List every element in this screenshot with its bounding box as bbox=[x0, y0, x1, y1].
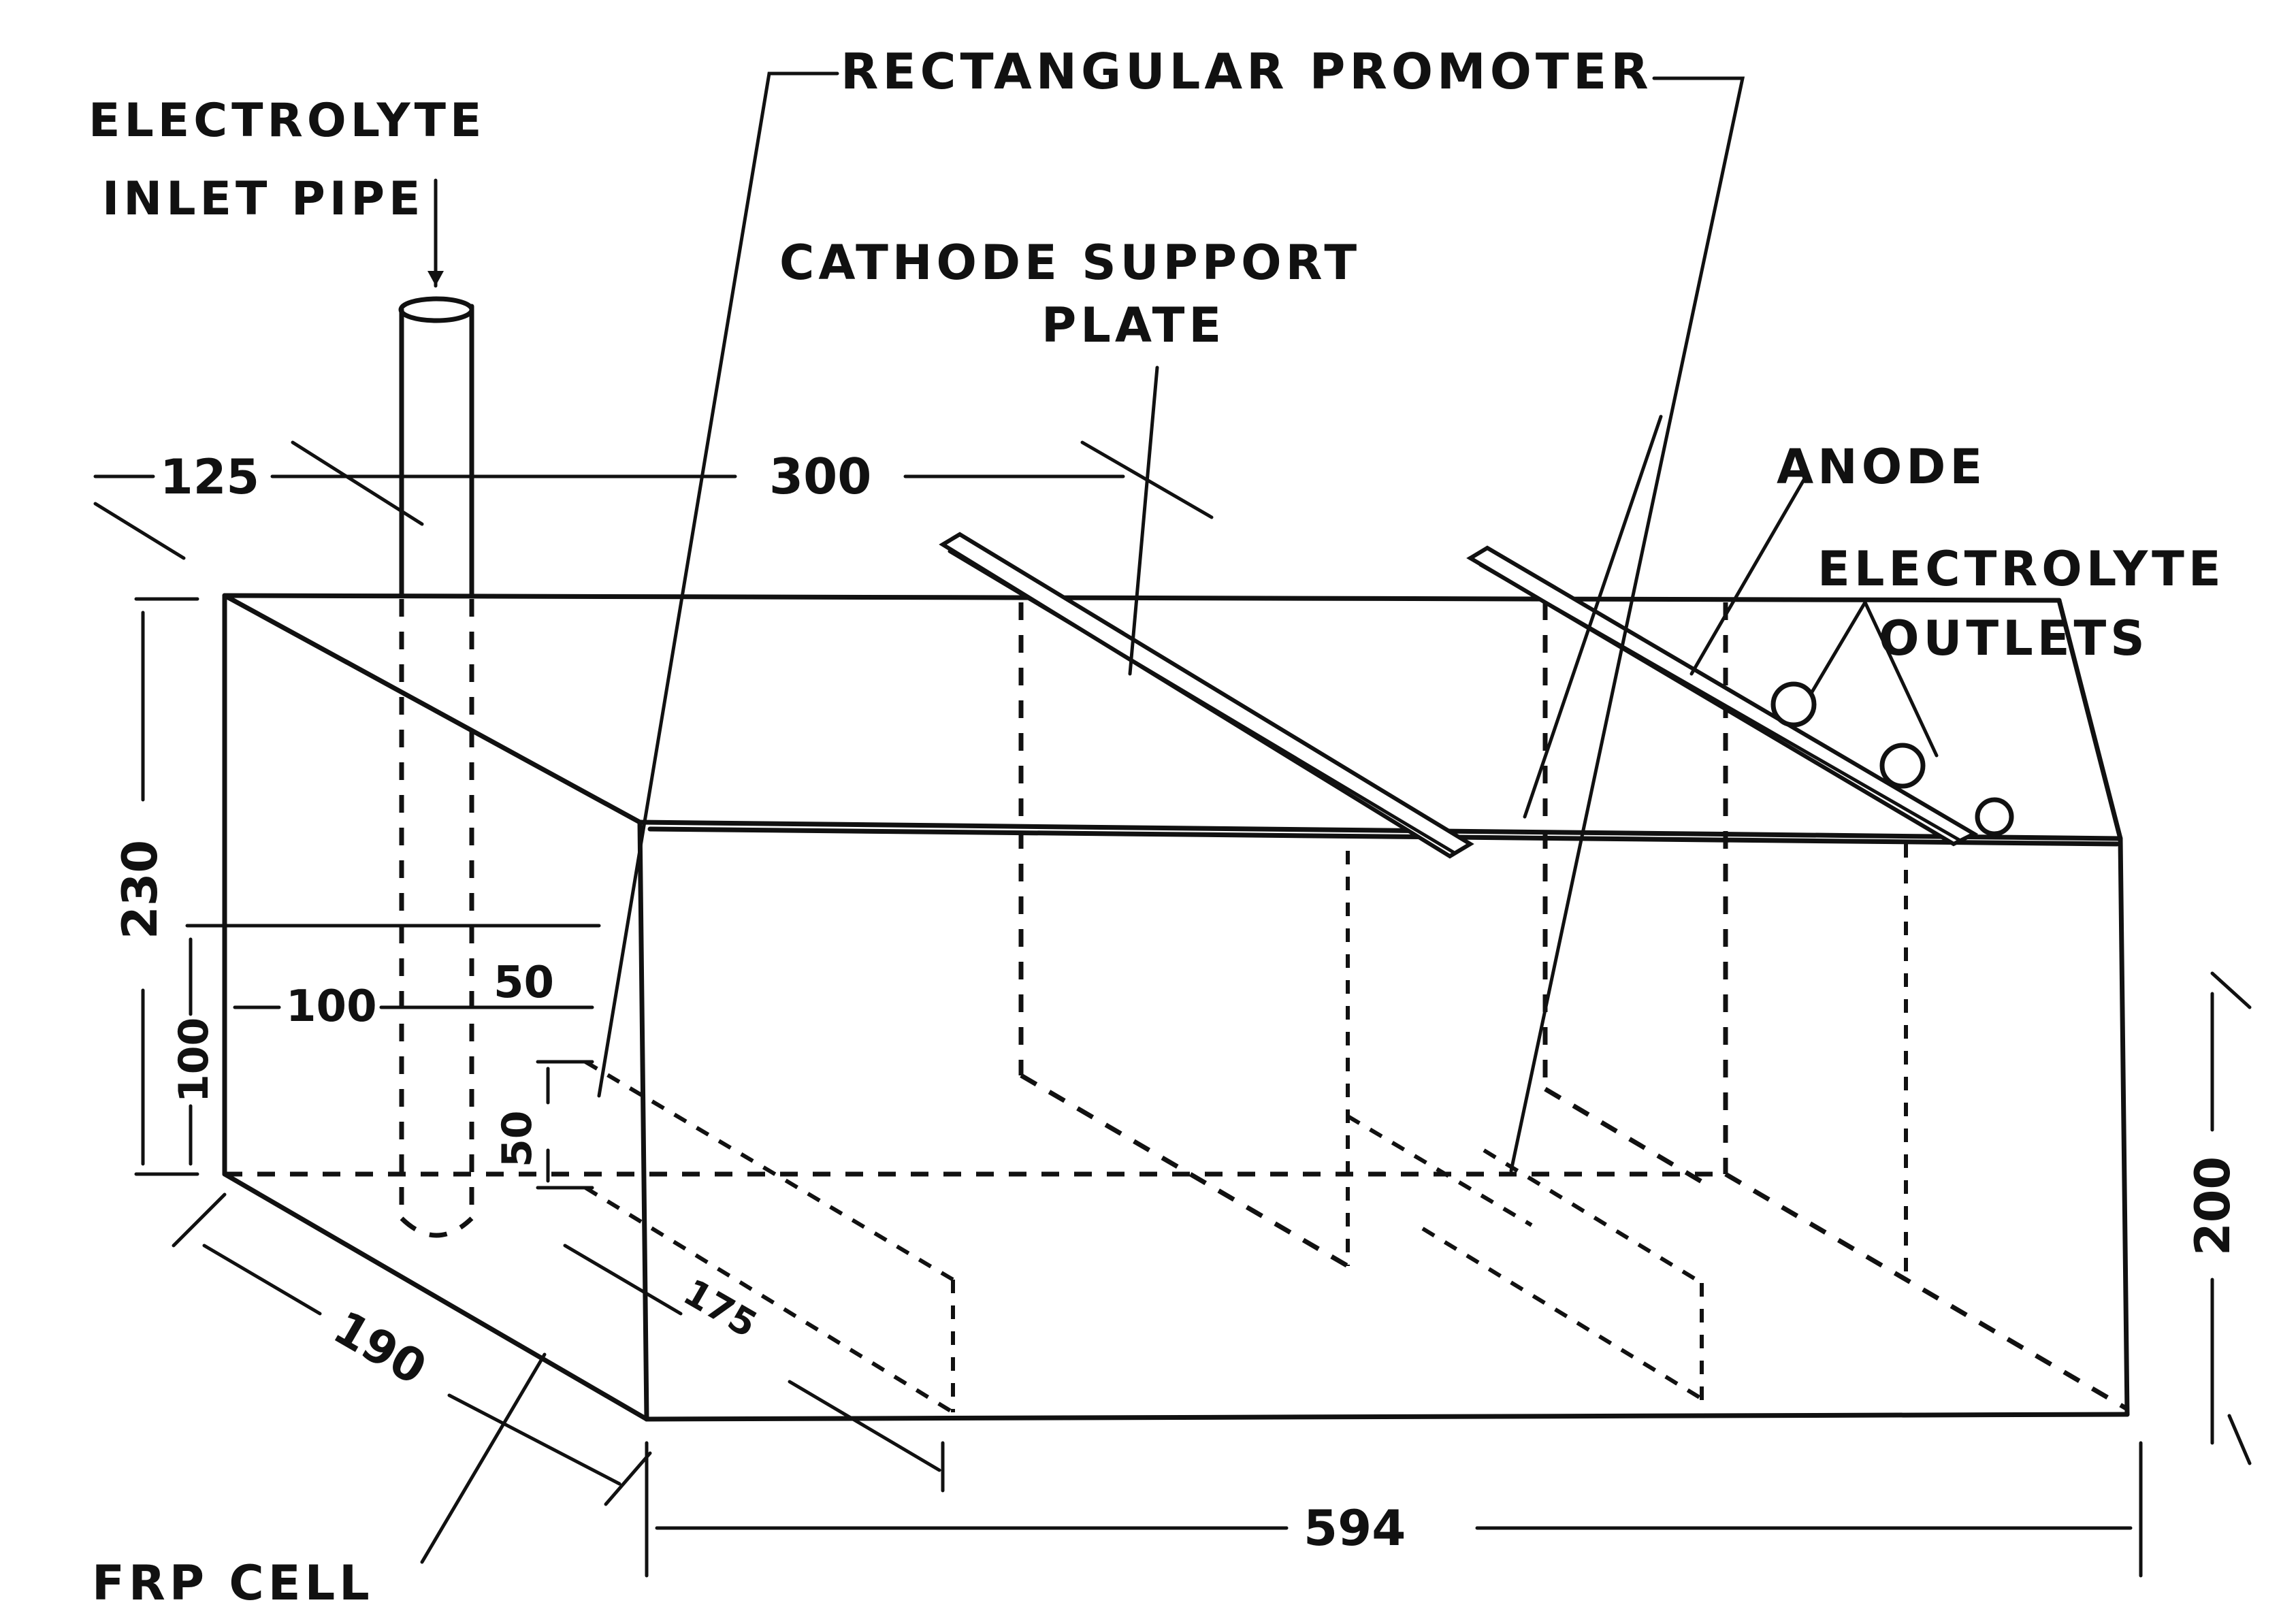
electrolyte-inlet-pipe bbox=[398, 296, 474, 1238]
leader-lines bbox=[420, 71, 1939, 1564]
label-electrolyte-inlet-line2: INLET PIPE bbox=[102, 172, 424, 226]
dim-300: 300 bbox=[769, 448, 871, 505]
dimension-texts: 125 300 230 100 100 50 50 190 175 594 20… bbox=[112, 448, 2241, 1557]
dim-100-vertical: 100 bbox=[170, 1018, 218, 1103]
dim-125: 125 bbox=[160, 449, 259, 505]
label-anode: ANODE bbox=[1777, 439, 1986, 495]
label-cathode-support-line2: PLATE bbox=[1041, 297, 1225, 353]
label-electrolyte-outlets-line1: ELECTROLYTE bbox=[1817, 541, 2225, 597]
dim-50-horizontal: 50 bbox=[494, 958, 554, 1008]
dimension-lines bbox=[93, 440, 2252, 1578]
cathode-support-rod bbox=[939, 532, 1474, 859]
label-electrolyte-inlet-line1: ELECTROLYTE bbox=[88, 94, 486, 148]
dim-50-vertical: 50 bbox=[494, 1111, 541, 1168]
dim-175: 175 bbox=[677, 1271, 764, 1346]
dim-594: 594 bbox=[1304, 1499, 1406, 1557]
label-frp-cell: FRP CELL bbox=[92, 1555, 374, 1611]
label-electrolyte-outlets-line2: OUTLETS bbox=[1879, 611, 2149, 666]
dim-100-horizontal: 100 bbox=[286, 981, 377, 1032]
dim-190: 190 bbox=[325, 1301, 435, 1395]
dim-200: 200 bbox=[2185, 1156, 2241, 1256]
label-cathode-support-line1: CATHODE SUPPORT bbox=[779, 235, 1361, 291]
anode-rod bbox=[1466, 545, 1979, 847]
dim-230: 230 bbox=[112, 840, 168, 939]
electrolyte-outlets bbox=[1770, 681, 2014, 837]
label-rectangular-promoter: RECTANGULAR PROMOTER bbox=[841, 43, 1653, 100]
text-labels: ELECTROLYTE INLET PIPE RECTANGULAR PROMO… bbox=[88, 43, 2225, 1611]
cell-box-outline bbox=[222, 593, 2130, 1422]
